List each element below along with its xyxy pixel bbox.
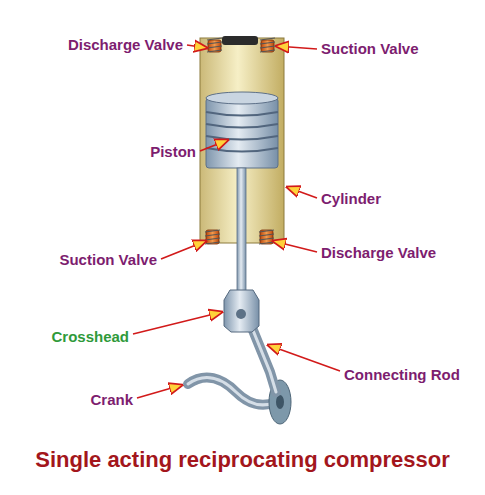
piston	[206, 92, 278, 168]
leader-arrow	[287, 187, 317, 198]
crank	[276, 395, 284, 409]
part-label: Suction Valve	[59, 251, 157, 268]
valve-symbol	[206, 230, 219, 244]
part-label: Crosshead	[51, 328, 129, 345]
cylinder	[222, 36, 258, 45]
crosshead	[224, 290, 259, 332]
part-label: Crank	[90, 391, 133, 408]
crosshead	[224, 290, 259, 332]
valve-symbol	[207, 38, 222, 52]
valve-symbol	[260, 230, 273, 244]
leader-arrow	[268, 345, 340, 371]
piston-rod	[237, 168, 246, 292]
part-label: Cylinder	[321, 190, 381, 207]
leader-arrow	[137, 385, 182, 398]
crank	[188, 378, 276, 405]
leader-arrow	[133, 45, 340, 398]
crosshead	[236, 309, 246, 319]
piston	[206, 92, 278, 104]
part-label: Discharge Valve	[321, 244, 436, 261]
valve-symbol	[205, 230, 220, 244]
caption: Single acting reciprocating compressor	[0, 447, 485, 473]
piston-rod	[237, 168, 246, 292]
piston	[206, 112, 278, 152]
crank	[188, 378, 276, 405]
leader-arrow	[187, 45, 207, 48]
part-label: Discharge Valve	[68, 36, 183, 53]
part-label: Piston	[150, 143, 196, 160]
valve-symbol	[260, 38, 275, 52]
leader-arrow	[161, 241, 206, 259]
leader-arrow	[200, 140, 228, 151]
piston	[206, 98, 278, 168]
leader-arrow	[273, 241, 317, 252]
leader-arrow	[133, 312, 222, 334]
part-label: Connecting Rod	[344, 366, 460, 383]
leader-arrow	[276, 46, 317, 49]
valve-symbol	[259, 230, 274, 244]
part-label: Suction Valve	[321, 40, 419, 57]
